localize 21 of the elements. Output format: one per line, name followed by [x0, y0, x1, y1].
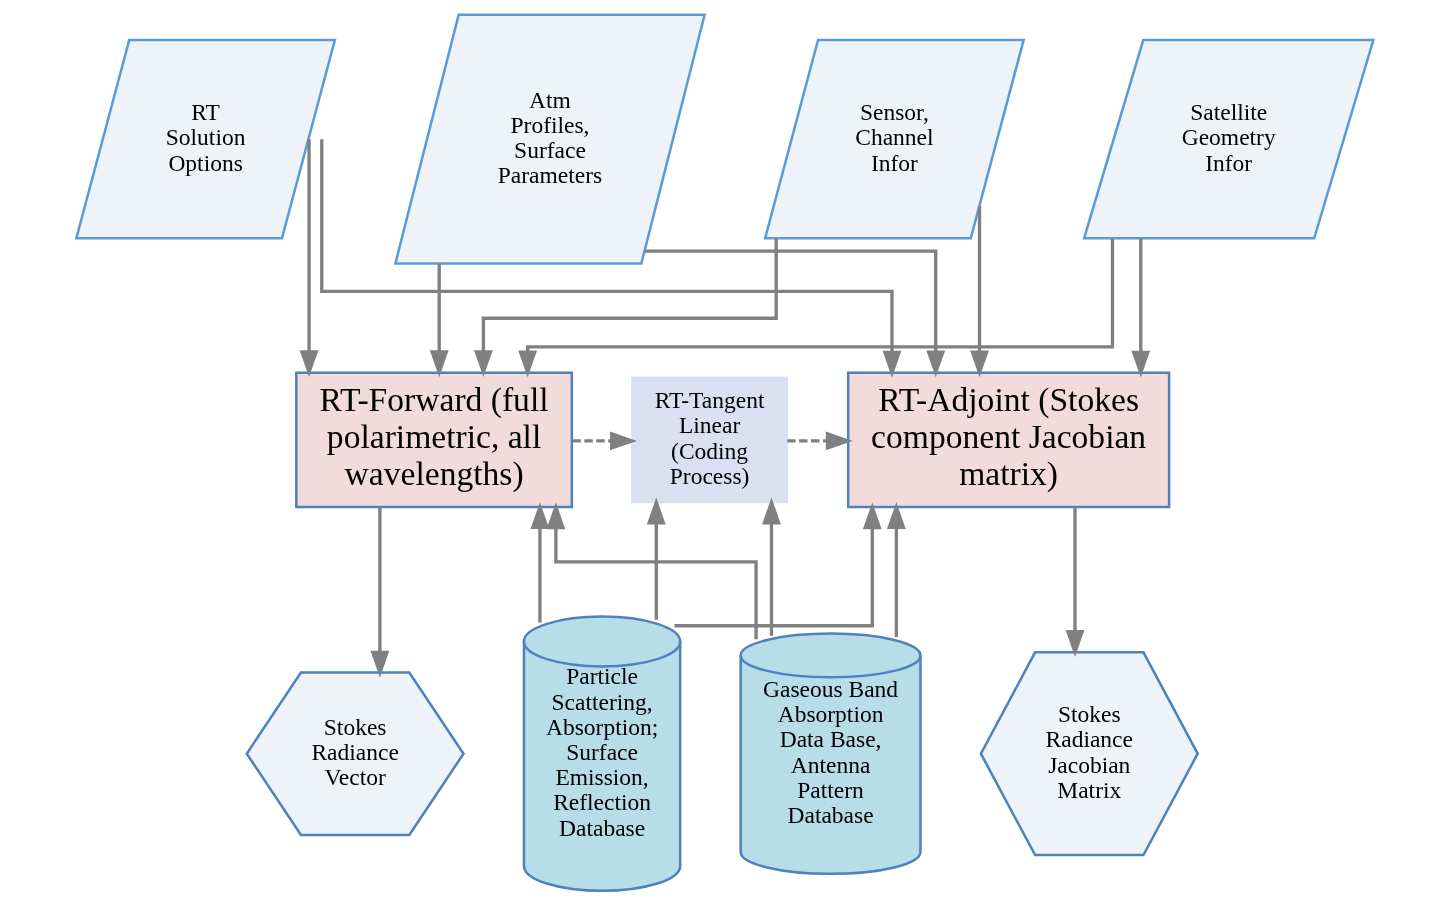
arrow: [646, 497, 666, 620]
node-box: RT-Tangent Linear (Coding Process): [631, 376, 789, 504]
arrow: [518, 238, 1115, 378]
arrow: [320, 139, 902, 378]
arrow: [572, 431, 637, 451]
node-box: RT-Adjoint (Stokes component Jacobian matrix): [846, 371, 1171, 509]
arrow: [886, 502, 906, 638]
arrow: [1065, 507, 1085, 657]
arrow: [546, 502, 758, 640]
arrow: [970, 205, 989, 378]
arrow: [787, 431, 853, 451]
arrow: [474, 238, 778, 378]
arrow: [370, 507, 390, 678]
arrow: [644, 249, 946, 378]
arrow: [299, 139, 319, 378]
arrow: [762, 497, 781, 636]
arrow: [429, 263, 449, 378]
node-box: RT-Forward (full polarimetric, all wavelengths): [295, 371, 574, 509]
arrow: [1131, 238, 1151, 378]
arrow: [674, 502, 882, 628]
arrow: [530, 502, 550, 623]
